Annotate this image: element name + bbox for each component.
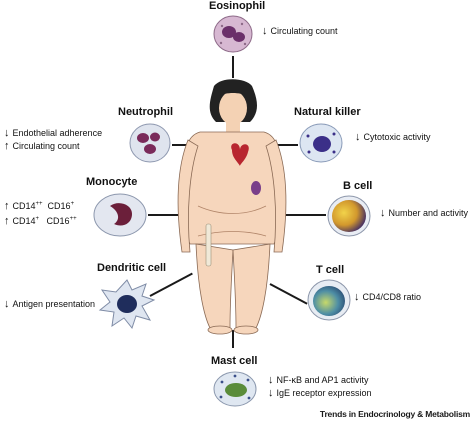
monocyte-effects: ↑CD14++ CD16+ ↑CD14+ CD16++ <box>4 198 77 228</box>
arrow-icon: ↓ <box>380 207 386 219</box>
arrow-icon: ↑ <box>4 215 10 227</box>
b-cell-effects: ↓Number and activity <box>380 207 468 220</box>
eosinophil-cell-icon <box>213 15 253 53</box>
arrow-icon: ↓ <box>268 374 274 386</box>
connector-eosinophil <box>232 56 234 78</box>
arrow-icon: ↓ <box>4 127 10 139</box>
natural-killer-label: Natural killer <box>294 106 361 118</box>
b-cell-icon <box>327 195 371 237</box>
eosinophil-effects: ↓Circulating count <box>262 25 338 38</box>
effect-item: ↑CD14++ CD16+ <box>4 200 75 212</box>
arrow-icon: ↑ <box>4 140 10 152</box>
b-cell-label: B cell <box>343 180 373 192</box>
t-cell-label: T cell <box>316 264 345 276</box>
t-cell-effects: ↓CD4/CD8 ratio <box>354 291 421 304</box>
effect-item: ↓Circulating count <box>262 25 338 37</box>
journal-credit: Trends in Endocrinology & Metabolism <box>319 409 470 419</box>
connector-mast-cell <box>232 330 234 348</box>
arrow-icon: ↓ <box>4 298 10 310</box>
t-cell-icon <box>307 279 351 321</box>
effect-item: ↓Number and activity <box>380 207 469 219</box>
eosinophil-label: Eosinophil <box>209 0 266 12</box>
effect-item: ↑CD14+ CD16++ <box>4 215 77 227</box>
arrow-icon: ↑ <box>4 200 10 212</box>
connector-b-cell <box>266 214 326 216</box>
dendritic-effects: ↓Antigen presentation <box>4 298 95 311</box>
dendritic-cell-label: Dendritic cell <box>97 262 167 274</box>
mast-cell-icon <box>213 371 257 407</box>
effect-item: ↓IgE receptor expression <box>268 387 372 399</box>
effect-item: ↓Endothelial adherence <box>4 127 103 139</box>
effect-item: ↓Antigen presentation <box>4 298 96 310</box>
arrow-icon: ↓ <box>268 387 274 399</box>
mast-cell-effects: ↓NF-κB and AP1 activity ↓IgE receptor ex… <box>268 374 372 400</box>
monocyte-cell-icon <box>93 193 147 237</box>
dendritic-cell-icon <box>98 279 156 330</box>
neutrophil-effects: ↓Endothelial adherence ↑Circulating coun… <box>4 127 102 153</box>
monocyte-label: Monocyte <box>86 176 138 188</box>
arrow-icon: ↓ <box>355 131 361 143</box>
effect-item: ↓NF-κB and AP1 activity <box>268 374 369 386</box>
arrow-icon: ↓ <box>354 291 360 303</box>
natural-killer-effects: ↓Cytotoxic activity <box>355 131 431 144</box>
connector-neutrophil <box>172 144 192 146</box>
connector-natural-killer <box>272 144 298 146</box>
effect-item: ↓CD4/CD8 ratio <box>354 291 422 303</box>
connector-monocyte <box>148 214 198 216</box>
neutrophil-label: Neutrophil <box>118 106 173 118</box>
effect-item: ↓Cytotoxic activity <box>355 131 431 143</box>
effect-item: ↑Circulating count <box>4 140 80 152</box>
arrow-icon: ↓ <box>262 25 268 37</box>
mast-cell-label: Mast cell <box>211 355 258 367</box>
natural-killer-cell-icon <box>299 123 343 163</box>
neutrophil-cell-icon <box>129 123 171 163</box>
